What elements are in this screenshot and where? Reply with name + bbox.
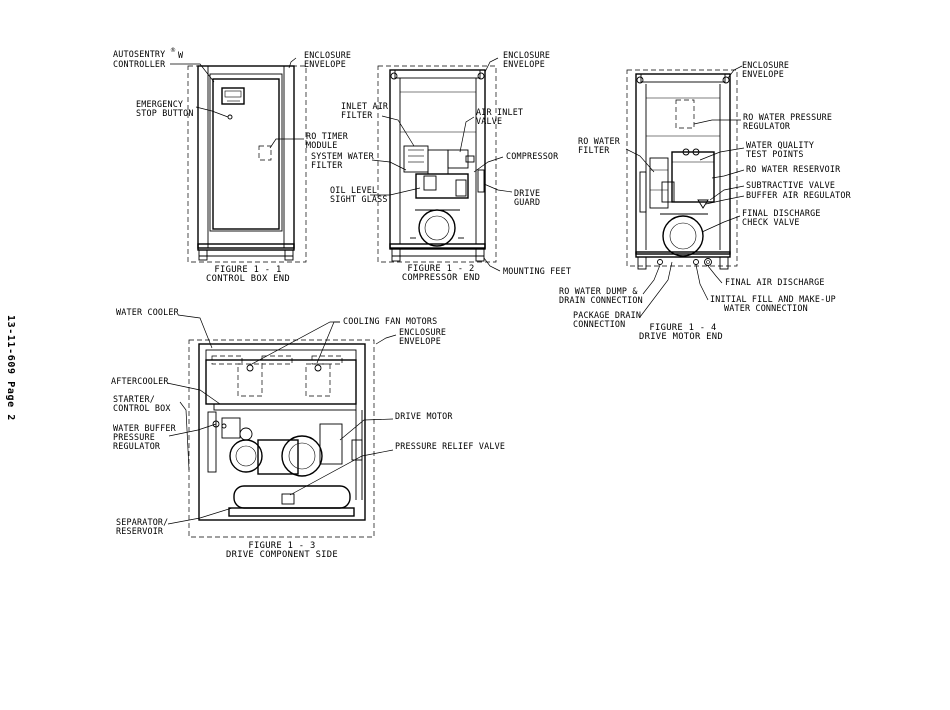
label-pressure-relief-valve: PRESSURE RELIEF VALVE — [395, 441, 505, 451]
label-ro-pressure-regulator: REGULATOR — [743, 121, 791, 131]
label-drive-motor: DRIVE MOTOR — [395, 411, 453, 421]
label-package-drain: PACKAGE DRAIN — [573, 310, 641, 320]
label-regulator: REGULATOR — [113, 441, 161, 451]
label-water-quality: WATER QUALITY — [746, 140, 814, 150]
label-enclosure-a1: ENCLOSURE — [304, 50, 351, 60]
label-compressor: COMPRESSOR — [506, 151, 559, 161]
figure-1-1-subcaption: CONTROL BOX END — [206, 274, 290, 284]
label-enclosure-b2: ENVELOPE — [503, 59, 545, 69]
label-ro-timer: RO TIMER — [306, 131, 349, 141]
figure-1-3-caption: FIGURE 1 - 3 — [248, 541, 315, 551]
label-enclosure-c2: ENVELOPE — [742, 69, 784, 79]
label-cooling-fan-motors: COOLING FAN MOTORS — [343, 316, 437, 326]
figure-1-2-caption: FIGURE 1 - 2 — [407, 264, 474, 274]
label-aftercooler: AFTERCOOLER — [111, 376, 169, 386]
label-ro-water-reservoir: RO WATER RESERVOIR — [746, 164, 841, 174]
label-enclosure-c1: ENCLOSURE — [742, 60, 789, 70]
label-inlet-air-filter: FILTER — [341, 110, 373, 120]
label-emergency: EMERGENCY — [136, 99, 183, 109]
label-ro-water-pressure: RO WATER PRESSURE — [743, 112, 832, 122]
figure-1-4-drive-motor-end: ENCLOSURE ENVELOPE RO WATER PRESSURE REG… — [559, 60, 852, 342]
figure-1-3-drive-component-side: WATER COOLER COOLING FAN MOTORS ENCLOSUR… — [111, 307, 505, 560]
label-system-water: SYSTEM WATER — [311, 151, 375, 161]
label-autosentry-w: W — [178, 50, 184, 60]
page-side-label: 13-11-609 Page 2 — [5, 315, 16, 421]
figure-1-1-caption: FIGURE 1 - 1 — [214, 265, 281, 275]
label-initial-fill: INITIAL FILL AND MAKE-UP — [710, 294, 836, 304]
label-water-connection: WATER CONNECTION — [724, 303, 808, 313]
figure-1-4-subcaption: DRIVE MOTOR END — [639, 332, 723, 342]
label-autosentry-registered: ® — [170, 47, 176, 54]
label-separator: SEPARATOR/ — [116, 517, 168, 527]
figure-1-2-compressor-end: ENCLOSURE ENVELOPE INLET AIR FILTER AIR … — [311, 50, 571, 283]
label-air-inlet-valve: VALVE — [476, 116, 502, 126]
figure-1-2-subcaption: COMPRESSOR END — [402, 273, 480, 283]
label-control-box: CONTROL BOX — [113, 403, 171, 413]
label-subtractive-valve: SUBTRACTIVE VALVE — [746, 180, 835, 190]
label-ro-water-dump: RO WATER DUMP & — [559, 286, 638, 296]
label-test-points: TEST POINTS — [746, 149, 804, 159]
label-final-discharge: FINAL DISCHARGE — [742, 208, 821, 218]
label-buffer-air-regulator: BUFFER AIR REGULATOR — [746, 190, 852, 200]
label-autosentry: AUTOSENTRY — [113, 49, 165, 59]
label-drive: DRIVE — [514, 188, 540, 198]
figure-1-4-caption: FIGURE 1 - 4 — [649, 323, 716, 333]
label-water-buffer: WATER BUFFER — [113, 423, 177, 433]
label-starter: STARTER/ — [113, 394, 155, 404]
label-system-water-filter: FILTER — [311, 160, 343, 170]
figure-1-3-subcaption: DRIVE COMPONENT SIDE — [226, 550, 338, 560]
label-air-inlet: AIR INLET — [476, 107, 523, 117]
label-enclosure-d1: ENCLOSURE — [399, 327, 446, 337]
label-autosentry-controller: CONTROLLER — [113, 59, 166, 69]
label-ro-timer-module: MODULE — [306, 140, 337, 150]
label-drain-connection: DRAIN CONNECTION — [559, 295, 643, 305]
figure-1-1-control-box-end: AUTOSENTRY ® W CONTROLLER ENCLOSURE ENVE… — [113, 47, 351, 284]
label-stop-button: STOP BUTTON — [136, 108, 194, 118]
label-final-air-discharge: FINAL AIR DISCHARGE — [725, 277, 825, 287]
label-check-valve: CHECK VALVE — [742, 217, 800, 227]
label-package-drain-connection: CONNECTION — [573, 319, 625, 329]
label-drive-guard: GUARD — [514, 197, 540, 207]
label-inlet-air: INLET AIR — [341, 101, 389, 111]
label-reservoir: RESERVOIR — [116, 526, 164, 536]
label-water-cooler: WATER COOLER — [116, 307, 180, 317]
label-sight-glass: SIGHT GLASS — [330, 194, 388, 204]
label-enclosure-b1: ENCLOSURE — [503, 50, 550, 60]
label-pressure: PRESSURE — [113, 432, 155, 442]
label-ro-water: RO WATER — [578, 136, 621, 146]
label-oil-level: OIL LEVEL — [330, 185, 377, 195]
label-mounting-feet: MOUNTING FEET — [503, 266, 571, 276]
label-ro-water-filter: FILTER — [578, 145, 610, 155]
label-enclosure-a2: ENVELOPE — [304, 59, 346, 69]
label-enclosure-d2: ENVELOPE — [399, 336, 441, 346]
